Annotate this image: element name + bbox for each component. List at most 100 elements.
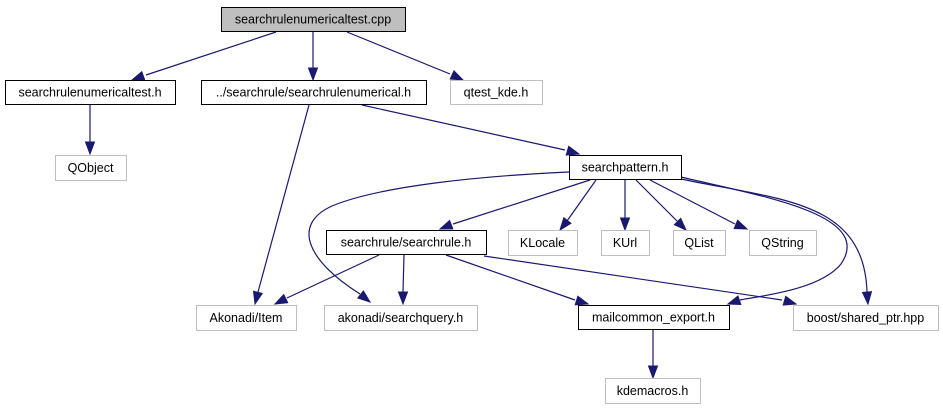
node-kurl: KUrl	[601, 230, 650, 256]
node-box	[324, 305, 478, 331]
node-box	[55, 155, 127, 181]
edge-n5-n6	[438, 179, 591, 230]
edge-line	[145, 31, 277, 76]
edges-layer	[84, 31, 873, 380]
edge-n1-n4	[84, 105, 96, 156]
arrowhead-icon	[574, 295, 590, 306]
node-label: searchrulenumericaltest.cpp	[235, 13, 391, 27]
node-label: searchrulenumericaltest.h	[18, 86, 161, 100]
edge-n5-n10	[649, 179, 749, 230]
edge-n0-n3	[346, 31, 465, 81]
node-box	[749, 230, 817, 256]
node-label: KLocale	[520, 236, 565, 250]
edge-line	[257, 104, 310, 293]
arrowhead-icon	[397, 291, 409, 306]
node-box	[508, 230, 578, 256]
node-box	[793, 305, 939, 331]
node-searchrule-searchrule-h[interactable]: searchrule/searchrule.h	[326, 230, 487, 255]
arrowhead-icon	[619, 217, 631, 232]
node-label: QObject	[68, 161, 114, 175]
edge-n6-n12	[397, 254, 409, 306]
arrowhead-icon	[356, 290, 372, 303]
node-searchrule-searchrulenumerical-h[interactable]: ../searchrule/searchrulenumerical.h	[201, 80, 427, 105]
edge-n5-n7	[559, 179, 597, 232]
node-qstring: QString	[749, 230, 817, 256]
arrowhead-icon	[782, 295, 798, 306]
arrowhead-icon	[726, 295, 742, 306]
node-box	[569, 155, 682, 180]
node-label: boost/shared_ptr.hpp	[807, 311, 924, 325]
node-box	[578, 305, 730, 330]
arrowhead-icon	[84, 141, 96, 156]
arrowhead-icon	[733, 219, 749, 230]
arrowhead-icon	[438, 219, 454, 230]
edge-line	[680, 178, 868, 293]
node-label: akonadi/searchquery.h	[338, 311, 464, 325]
edge-n6-n11	[273, 254, 380, 305]
arrowhead-icon	[861, 291, 873, 306]
arrowhead-icon	[130, 70, 146, 81]
arrowhead-icon	[307, 67, 319, 82]
edge-n2-n5	[361, 104, 581, 156]
node-box	[201, 80, 427, 105]
edge-n2-n11	[252, 104, 310, 306]
arrowhead-icon	[559, 216, 572, 232]
edge-line	[402, 254, 405, 293]
node-akonadi-item: Akonadi/Item	[196, 305, 297, 331]
node-searchpattern-h[interactable]: searchpattern.h	[569, 155, 682, 180]
node-label: qtest_kde.h	[464, 86, 529, 100]
nodes-layer: searchrulenumericaltest.cpp searchrulenum…	[5, 7, 939, 404]
edge-n5-n12	[308, 171, 570, 303]
arrowhead-icon	[273, 293, 289, 305]
arrowhead-icon	[647, 365, 659, 380]
edge-line	[635, 179, 678, 222]
edge-n5-n8	[619, 180, 631, 232]
arrowhead-icon	[565, 145, 581, 156]
edge-n5-n14	[680, 178, 873, 306]
edge-n0-n1	[130, 31, 277, 81]
node-qobject: QObject	[55, 155, 127, 181]
arrowhead-icon	[449, 70, 465, 81]
node-box	[5, 80, 176, 105]
node-boost-shared-ptr-hpp: boost/shared_ptr.hpp	[793, 305, 939, 331]
edge-line	[566, 179, 597, 222]
node-label: QString	[761, 236, 803, 250]
edge-n5-n9	[635, 179, 688, 232]
node-kdemacros-h: kdemacros.h	[605, 378, 701, 404]
edge-line	[361, 104, 566, 151]
edge-n0-n2	[307, 32, 319, 82]
node-klocale: KLocale	[508, 230, 578, 256]
node-box	[326, 230, 487, 255]
edge-line	[308, 171, 570, 295]
edge-line	[649, 179, 736, 225]
edge-line	[286, 254, 380, 299]
node-label: searchpattern.h	[582, 161, 669, 175]
node-box	[601, 230, 650, 256]
node-label: searchrule/searchrule.h	[341, 236, 472, 250]
arrowhead-icon	[252, 290, 264, 306]
node-label: QList	[684, 236, 714, 250]
node-qtest-kde-h: qtest_kde.h	[450, 80, 543, 105]
edge-n6-n14	[483, 255, 798, 306]
edge-n6-n13	[445, 254, 590, 306]
edge-line	[483, 255, 783, 301]
node-label: ../searchrule/searchrulenumerical.h	[216, 86, 411, 100]
edge-line	[452, 179, 591, 225]
node-label: Akonadi/Item	[210, 311, 283, 325]
node-mailcommon-export-h[interactable]: mailcommon_export.h	[578, 305, 730, 330]
node-akonadi-searchquery-h: akonadi/searchquery.h	[324, 305, 478, 331]
node-qlist: QList	[673, 230, 726, 256]
node-label: KUrl	[613, 236, 637, 250]
node-box	[196, 305, 297, 331]
node-label: kdemacros.h	[617, 384, 689, 398]
node-box	[673, 230, 726, 256]
arrowhead-icon	[673, 217, 688, 232]
node-box	[221, 7, 406, 32]
node-label: mailcommon_export.h	[592, 311, 715, 325]
node-searchrulenumericaltest-h[interactable]: searchrulenumericaltest.h	[5, 80, 176, 105]
edge-line	[346, 31, 451, 75]
node-searchrulenumericaltest-cpp: searchrulenumericaltest.cpp	[221, 7, 406, 32]
node-box	[450, 80, 543, 105]
node-box	[605, 378, 701, 404]
